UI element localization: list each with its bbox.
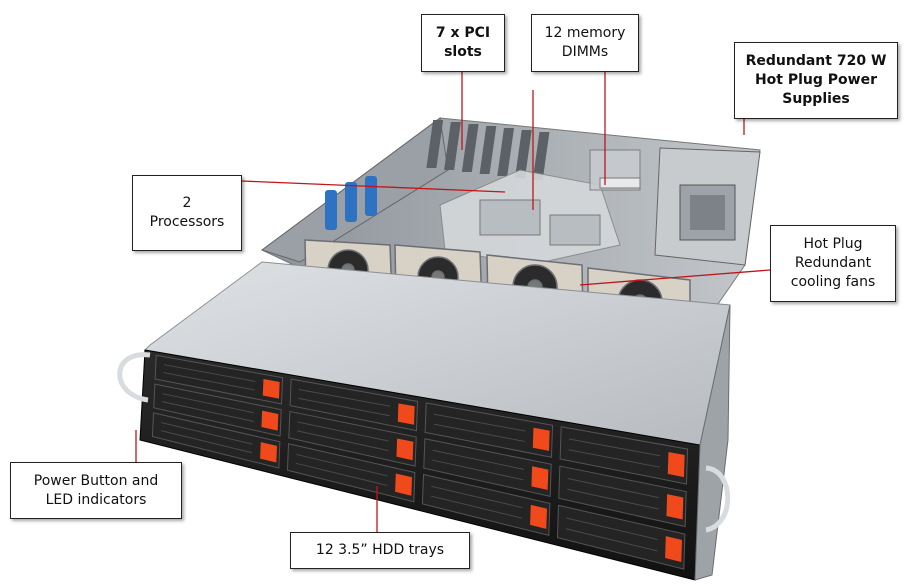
hdd-tray-vent (430, 495, 523, 519)
memory-dimm-bank (589, 149, 641, 191)
hdd-tray-latch (530, 504, 547, 529)
leader-lines (135, 72, 771, 532)
hdd-tray-vent (298, 397, 390, 417)
hdd-tray-vent (567, 478, 659, 499)
hdd-tray (421, 473, 551, 537)
hdd-tray-vent (433, 423, 525, 442)
hdd-tray (288, 410, 417, 467)
hdd-tray-vent (568, 438, 661, 457)
power-supply-bay (654, 147, 761, 266)
hdd-tray-latch (532, 427, 550, 451)
callout-processors: 2 Processors (132, 175, 242, 251)
callout-cooling-fans: Hot Plug Redundant cooling fans (770, 225, 896, 302)
callout-pci-slots: 7 x PCI slots (421, 14, 505, 72)
hdd-tray-vent (162, 393, 254, 414)
callout-hdd-trays: 12 3.5” HDD trays (290, 532, 470, 569)
hdd-tray-vent (163, 364, 256, 382)
hdd-tray-vent (297, 430, 389, 452)
leader-processors (241, 180, 506, 193)
hdd-tray (151, 412, 281, 469)
hdd-tray (153, 383, 282, 437)
internal-cables (325, 176, 377, 230)
hdd-tray-vent (565, 528, 658, 552)
hdd-tray-latch (395, 473, 412, 496)
leader-cooling-fans (579, 269, 771, 286)
callout-power-supplies: Redundant 720 W Hot Plug Power Supplies (734, 42, 898, 119)
hdd-tray-latch (262, 379, 280, 399)
hdd-tray-latch (665, 536, 682, 563)
rack-handle-left (117, 352, 151, 403)
hdd-tray-vent (295, 462, 388, 486)
hdd-tray-vent (433, 413, 526, 432)
hdd-tray-vent (432, 459, 524, 481)
hdd-tray-vent (432, 449, 524, 470)
hdd-tray-vent (566, 517, 658, 540)
hdd-tray-vent (162, 401, 254, 422)
hdd-tray (559, 426, 689, 485)
hdd-tray-vent (297, 421, 389, 442)
hdd-tray-latch (261, 410, 279, 431)
hdd-tray (286, 443, 416, 503)
hdd-tray-latch (667, 452, 685, 478)
hdd-tray (558, 465, 687, 528)
hdd-tray-vent (160, 430, 253, 454)
rack-handle-right (705, 465, 731, 533)
chassis-side (694, 304, 731, 581)
pci-slot-bay (426, 120, 550, 180)
hdd-tray-latch (396, 438, 414, 461)
callout-power-button-leds: Power Button and LED indicators (10, 462, 182, 519)
hdd-tray-vent (431, 485, 523, 509)
hdd-tray-vent (568, 449, 660, 468)
hdd-tray-latch (666, 494, 684, 520)
hdd-tray-vent (296, 453, 388, 477)
hdd-tray (289, 378, 419, 432)
hdd-tray (423, 438, 552, 497)
hdd-tray (154, 354, 284, 405)
hdd-tray-vent (567, 488, 659, 510)
hdd-tray-vent (298, 388, 391, 407)
hdd-tray-vent (161, 422, 253, 445)
hdd-tray (424, 402, 554, 458)
hdd-tray-latch (397, 403, 415, 425)
callout-memory-dimms: 12 memory DIMMs (531, 14, 639, 72)
hdd-tray-vent (163, 372, 255, 391)
hdd-tray (556, 504, 686, 570)
processor-heatsinks (439, 169, 621, 266)
hdd-trays (151, 354, 689, 570)
hdd-tray-latch (531, 466, 549, 490)
hdd-tray-latch (260, 442, 277, 463)
